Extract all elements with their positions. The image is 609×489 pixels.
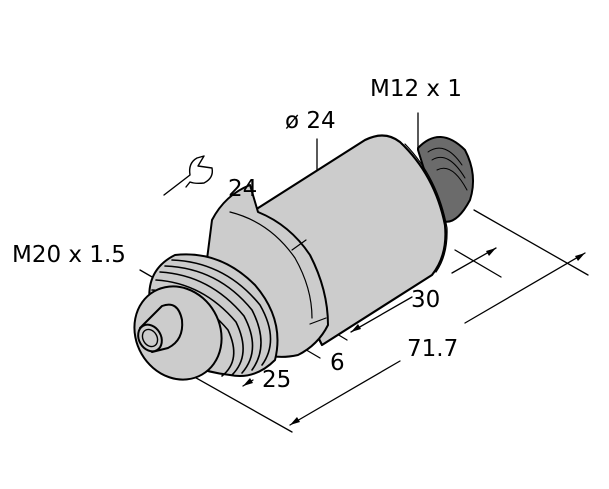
length-25-label: 25	[262, 367, 291, 393]
length-71-7-label: 71.7	[407, 336, 458, 362]
connector-thread-label: M12 x 1	[370, 76, 462, 102]
wrench-size-label: 24	[228, 176, 257, 202]
pressure-port	[133, 285, 223, 381]
wrench-icon	[163, 155, 214, 196]
length-30-label: 30	[411, 287, 440, 313]
m12-connector	[417, 136, 475, 223]
body-diameter-label: ø 24	[285, 108, 336, 134]
process-thread-label: M20 x 1.5	[12, 242, 126, 268]
length-6-label: 6	[330, 350, 345, 376]
